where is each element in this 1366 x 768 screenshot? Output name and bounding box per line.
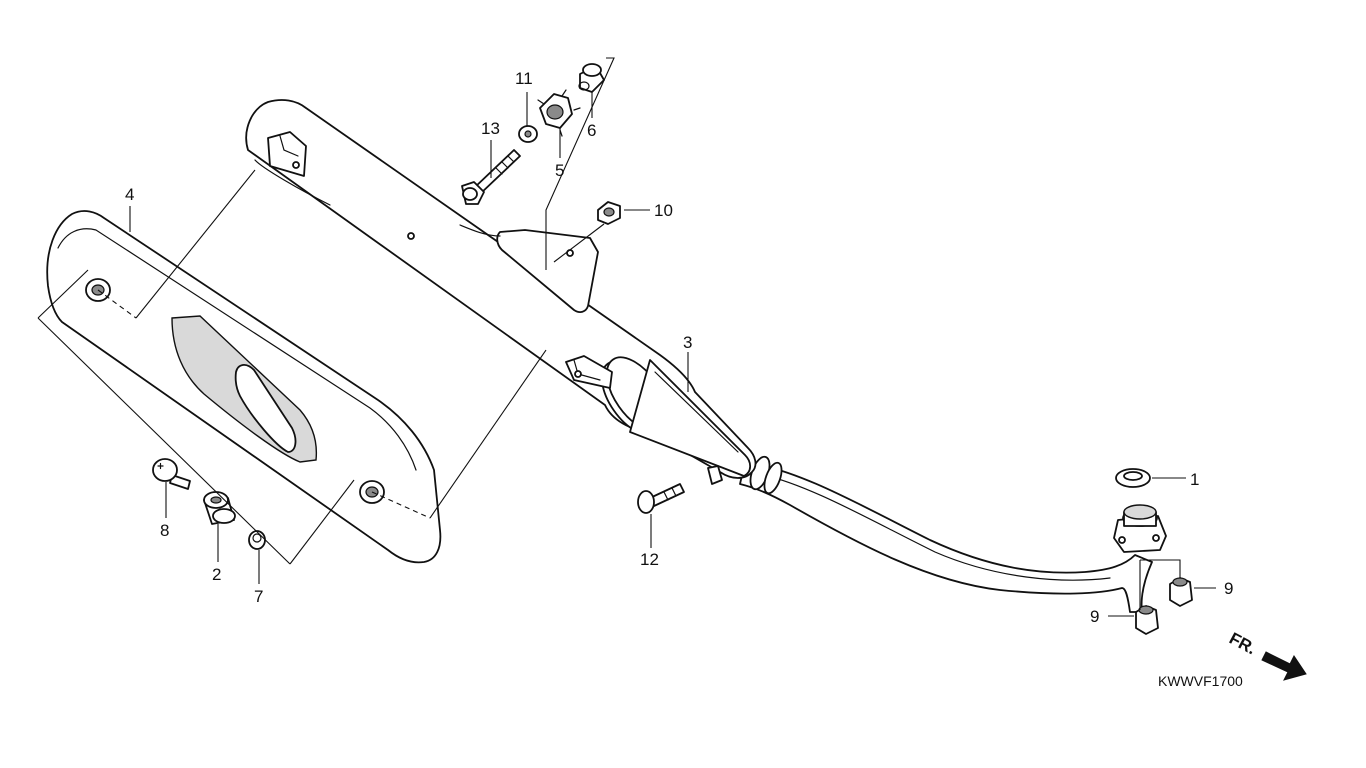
callout-9-left: 9 <box>1090 607 1099 626</box>
callout-13: 13 <box>481 119 500 138</box>
flange-nut-9-left <box>1135 605 1159 635</box>
screw <box>152 458 191 490</box>
fr-label: FR. <box>1226 629 1259 659</box>
callout-6: 6 <box>587 121 596 140</box>
callout-11: 11 <box>515 69 533 88</box>
hardware-parts <box>152 63 1193 635</box>
collar-6 <box>578 63 605 93</box>
heat-protector <box>46 210 442 564</box>
callout-1: 1 <box>1190 470 1199 489</box>
flange-nut-10 <box>597 201 621 225</box>
rubber-mount <box>537 89 581 137</box>
leader-lines <box>37 57 1216 617</box>
callout-10: 10 <box>654 201 673 220</box>
callout-2: 2 <box>212 565 221 584</box>
washer <box>518 125 538 143</box>
front-arrow-icon <box>1261 651 1307 681</box>
gasket <box>1115 468 1151 488</box>
callout-5: 5 <box>555 161 564 180</box>
callout-4: 4 <box>125 185 134 204</box>
callout-9-right: 9 <box>1224 579 1233 598</box>
callout-3: 3 <box>683 333 692 352</box>
collar <box>248 530 266 550</box>
diagram-code: KWWVF1700 <box>1158 673 1243 689</box>
exhaust-pipe <box>739 455 1167 613</box>
flange-bolt-12 <box>637 483 685 514</box>
grommet <box>203 491 236 525</box>
muffler <box>245 99 757 485</box>
long-bolt <box>461 149 521 205</box>
callout-7: 7 <box>254 587 263 606</box>
callout-8: 8 <box>160 521 169 540</box>
callout-12: 12 <box>640 550 659 569</box>
flange-nut-9-right <box>1169 577 1193 607</box>
callouts: 1 2 3 4 5 6 7 8 9 9 10 11 12 13 <box>125 69 1233 626</box>
